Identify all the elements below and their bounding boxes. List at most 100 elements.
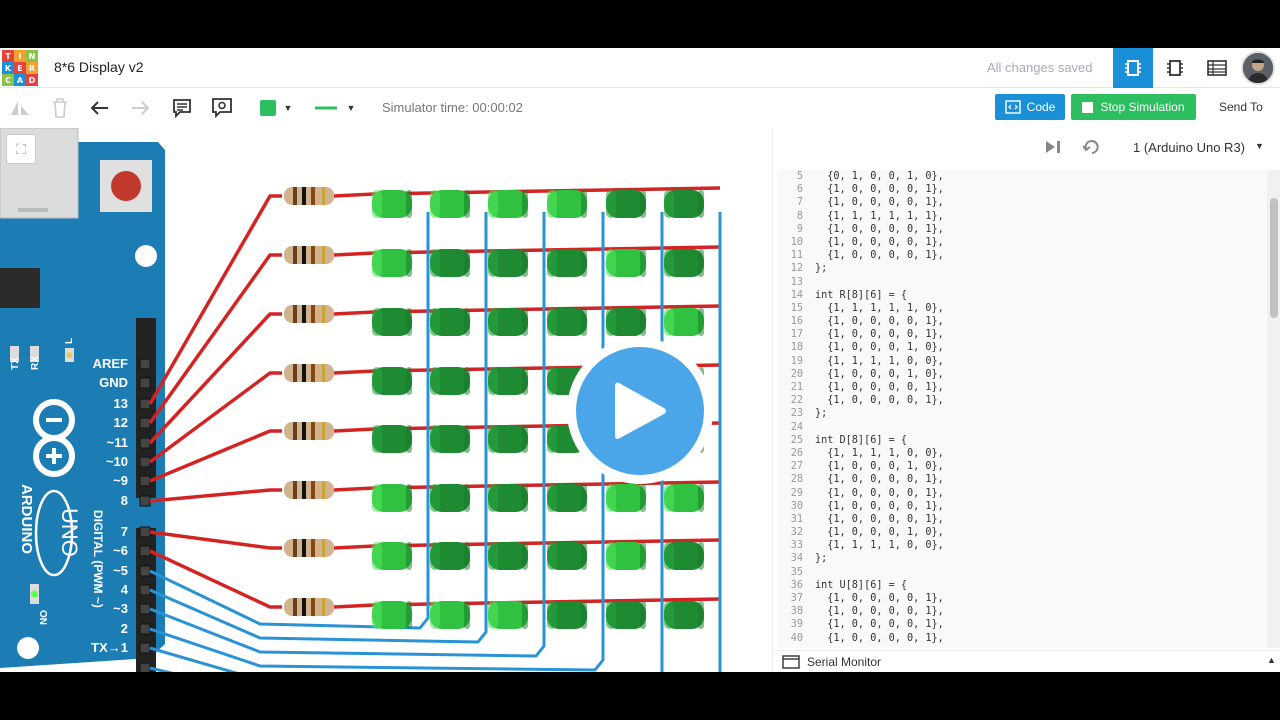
- board-select[interactable]: 1 (Arduino Uno R3): [1133, 140, 1245, 155]
- led[interactable]: [488, 425, 528, 453]
- row-wire[interactable]: [148, 371, 282, 464]
- led[interactable]: [664, 308, 704, 336]
- row-wire[interactable]: [148, 312, 282, 445]
- resistor[interactable]: [284, 539, 334, 557]
- led[interactable]: [372, 542, 412, 570]
- header-pin[interactable]: [139, 475, 151, 487]
- notes-button[interactable]: [170, 96, 194, 120]
- video-play-overlay[interactable]: [567, 338, 713, 484]
- led[interactable]: [372, 601, 412, 629]
- resistor[interactable]: [284, 305, 334, 323]
- led[interactable]: [372, 425, 412, 453]
- header-pin[interactable]: [139, 456, 151, 468]
- led[interactable]: [664, 601, 704, 629]
- led[interactable]: [488, 249, 528, 277]
- led[interactable]: [372, 484, 412, 512]
- header-pin[interactable]: [139, 642, 151, 654]
- header-pin[interactable]: [139, 545, 151, 557]
- zoom-fit-button[interactable]: ⛶: [6, 134, 36, 164]
- chevron-down-icon[interactable]: ▼: [1255, 141, 1264, 151]
- led[interactable]: [606, 484, 646, 512]
- column-wire[interactable]: [149, 212, 664, 672]
- row-wire[interactable]: [149, 429, 282, 483]
- led[interactable]: [664, 249, 704, 277]
- header-pin[interactable]: [139, 565, 151, 577]
- led[interactable]: [547, 484, 587, 512]
- led[interactable]: [664, 484, 704, 512]
- project-title[interactable]: 8*6 Display v2: [54, 59, 144, 75]
- scrollbar-thumb[interactable]: [1270, 198, 1278, 318]
- resistor[interactable]: [284, 422, 334, 440]
- led[interactable]: [430, 249, 470, 277]
- circuit-view-button[interactable]: [1113, 48, 1153, 88]
- led[interactable]: [372, 190, 412, 218]
- column-wire[interactable]: [149, 212, 430, 630]
- step-button[interactable]: [1045, 140, 1061, 159]
- resistor[interactable]: [284, 481, 334, 499]
- stop-simulation-button[interactable]: Stop Simulation: [1071, 94, 1196, 120]
- component-list-button[interactable]: [1197, 48, 1237, 88]
- led[interactable]: [547, 542, 587, 570]
- header-pin[interactable]: [139, 437, 151, 449]
- led[interactable]: [664, 190, 704, 218]
- header-pin[interactable]: [139, 358, 151, 370]
- undo-button[interactable]: [88, 96, 112, 120]
- row-wire[interactable]: [149, 549, 282, 609]
- row-wire[interactable]: [149, 530, 282, 550]
- led[interactable]: [430, 484, 470, 512]
- led[interactable]: [488, 190, 528, 218]
- led[interactable]: [430, 308, 470, 336]
- header-pin[interactable]: [139, 377, 151, 389]
- resistor[interactable]: [284, 187, 334, 205]
- led[interactable]: [606, 249, 646, 277]
- serial-monitor-bar[interactable]: Serial Monitor ▲: [773, 650, 1280, 672]
- resistor[interactable]: [284, 246, 334, 264]
- header-pin[interactable]: [139, 623, 151, 635]
- led[interactable]: [430, 601, 470, 629]
- header-pin[interactable]: [139, 495, 151, 507]
- led[interactable]: [664, 542, 704, 570]
- wire-type-picker[interactable]: ▼: [312, 96, 358, 120]
- color-picker[interactable]: ▼: [256, 96, 296, 120]
- led[interactable]: [488, 308, 528, 336]
- schematic-view-button[interactable]: [1155, 48, 1195, 88]
- arduino-board[interactable]: [0, 142, 165, 668]
- column-wire[interactable]: [149, 212, 722, 672]
- user-avatar[interactable]: [1241, 51, 1275, 85]
- notes-visibility-button[interactable]: [210, 96, 234, 120]
- header-pin[interactable]: [139, 417, 151, 429]
- code-editor[interactable]: 5 {0, 1, 0, 0, 1, 0},6 {1, 0, 0, 0, 0, 1…: [777, 170, 1269, 648]
- led[interactable]: [606, 542, 646, 570]
- led[interactable]: [430, 542, 470, 570]
- led[interactable]: [488, 484, 528, 512]
- redo-button[interactable]: [128, 96, 152, 120]
- editor-scrollbar[interactable]: [1267, 170, 1280, 648]
- led[interactable]: [547, 190, 587, 218]
- led[interactable]: [606, 190, 646, 218]
- resistor[interactable]: [284, 364, 334, 382]
- code-button[interactable]: Code: [995, 94, 1065, 120]
- header-pin[interactable]: [139, 603, 151, 615]
- delete-button[interactable]: [48, 96, 72, 120]
- column-wire[interactable]: [149, 212, 546, 658]
- column-wire[interactable]: [149, 212, 488, 644]
- led[interactable]: [372, 308, 412, 336]
- led[interactable]: [372, 367, 412, 395]
- led[interactable]: [430, 190, 470, 218]
- led[interactable]: [606, 308, 646, 336]
- led[interactable]: [606, 601, 646, 629]
- row-wire[interactable]: [148, 253, 282, 425]
- led[interactable]: [430, 425, 470, 453]
- led[interactable]: [488, 367, 528, 395]
- header-pin[interactable]: [139, 662, 151, 672]
- led[interactable]: [547, 308, 587, 336]
- led[interactable]: [547, 601, 587, 629]
- column-wire[interactable]: [149, 212, 605, 672]
- row-wire[interactable]: [148, 194, 282, 405]
- chevron-up-icon[interactable]: ▲: [1267, 655, 1276, 665]
- led[interactable]: [488, 601, 528, 629]
- header-pin[interactable]: [139, 398, 151, 410]
- restart-button[interactable]: [1082, 139, 1101, 160]
- led[interactable]: [430, 367, 470, 395]
